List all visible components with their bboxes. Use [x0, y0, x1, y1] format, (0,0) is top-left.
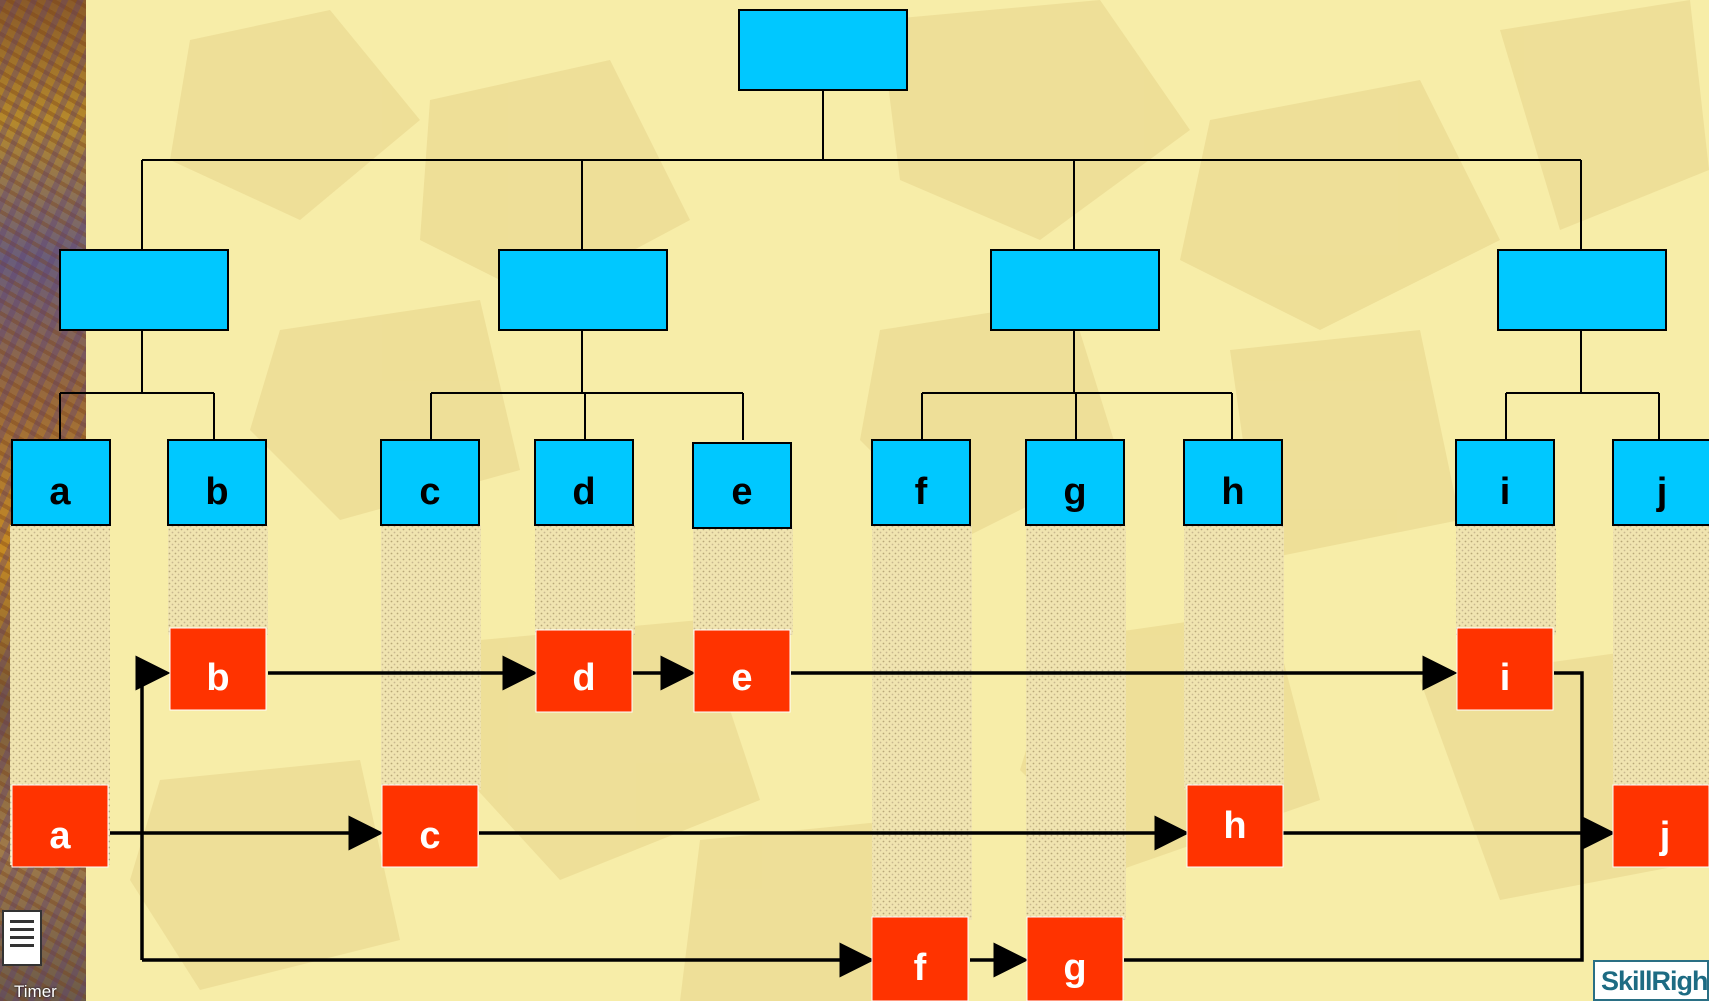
leaf-box-g — [1025, 439, 1125, 526]
desktop-shortcut-label: Timer — [14, 982, 57, 1001]
root-box — [738, 9, 908, 91]
group-box-1 — [59, 249, 229, 331]
column-backgrounds — [10, 525, 1709, 920]
flow-label-f: f — [914, 947, 927, 989]
leaf-label-g: g — [1063, 471, 1086, 513]
flow-box-g — [1026, 916, 1124, 1001]
flow-label-d: d — [572, 657, 595, 699]
leaf-label-h: h — [1221, 471, 1244, 513]
flow-nodes: b d e i a c h j f g — [11, 627, 1709, 1001]
leaf-label-f: f — [915, 471, 928, 513]
flow-label-e: e — [731, 657, 752, 699]
leaf-box-d — [534, 439, 634, 526]
leaf-box-e — [692, 442, 792, 529]
flow-box-h — [1186, 784, 1284, 868]
leaf-box-b — [167, 439, 267, 526]
brand-logo: SkillRight — [1593, 960, 1709, 1001]
flow-box-i — [1456, 627, 1554, 711]
leaf-label-i: i — [1500, 471, 1511, 513]
flow-box-f — [871, 916, 969, 1001]
document-icon — [2, 910, 42, 966]
leaf-label-c: c — [419, 471, 440, 513]
leaf-label-d: d — [572, 471, 595, 513]
group-box-3 — [990, 249, 1160, 331]
leaf-label-a: a — [49, 471, 71, 513]
flow-box-b — [169, 627, 267, 711]
flow-box-c — [381, 784, 479, 868]
leaf-box-i — [1455, 439, 1555, 526]
flow-box-d — [535, 629, 633, 713]
flow-label-a: a — [49, 815, 71, 857]
leaf-box-j — [1612, 439, 1709, 526]
brand-logo-text: SkillRight — [1601, 966, 1709, 996]
leaf-label-b: b — [205, 471, 228, 513]
flow-label-j: j — [1659, 815, 1671, 857]
flow-connectors — [110, 655, 1616, 978]
leaf-label-e: e — [731, 471, 752, 513]
flow-label-c: c — [419, 815, 440, 857]
group-box-2 — [498, 249, 668, 331]
leaf-nodes: a b c d e f g h i j — [11, 439, 1709, 529]
group-box-4 — [1497, 249, 1667, 331]
leaf-box-h — [1183, 439, 1283, 526]
desktop-shortcut[interactable]: Timer — [0, 910, 80, 1001]
leaf-box-a — [11, 439, 111, 526]
flow-label-b: b — [206, 657, 229, 699]
leaf-label-j: j — [1656, 471, 1668, 513]
flow-label-h: h — [1223, 805, 1246, 847]
flow-box-a — [11, 784, 109, 868]
leaf-box-f — [871, 439, 971, 526]
flow-label-g: g — [1063, 947, 1086, 989]
flow-box-e — [693, 629, 791, 713]
flow-label-i: i — [1500, 657, 1511, 699]
flow-box-j — [1612, 784, 1709, 868]
leaf-box-c — [380, 439, 480, 526]
hierarchy-connectors — [59, 90, 1660, 440]
